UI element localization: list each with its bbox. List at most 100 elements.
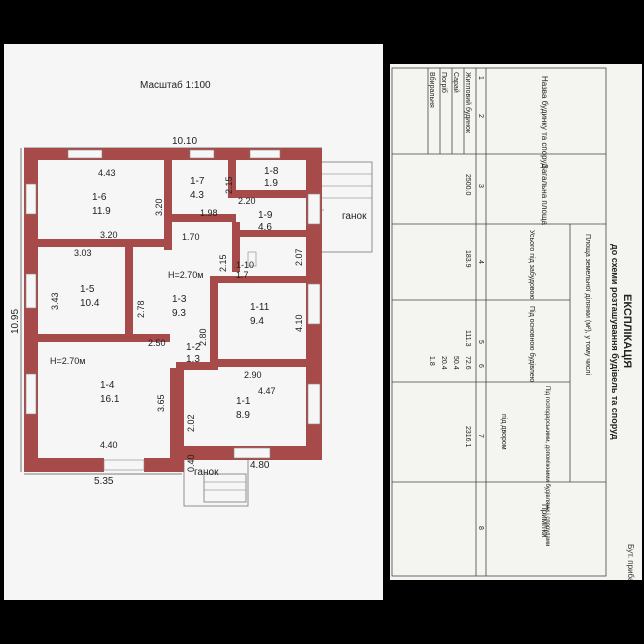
room-area: 1.3 bbox=[186, 354, 200, 365]
table-grid bbox=[391, 67, 607, 577]
svg-text:Вбиральня: Вбиральня bbox=[428, 72, 436, 108]
svg-text:7: 7 bbox=[477, 434, 484, 438]
room-area: 8.9 bbox=[236, 410, 250, 421]
room-id: 1-10 bbox=[236, 260, 254, 270]
svg-text:6: 6 bbox=[477, 364, 484, 368]
room-1-7: 1-7 4.3 bbox=[190, 176, 205, 201]
room-id: 1-6 bbox=[92, 192, 107, 203]
floor-plan-sheet: .w{fill:#a64a4a;} .lbl{font-size:9px;fil… bbox=[4, 44, 383, 600]
table-row: Житловий будинок 2500.0 183.9 111.3 72.6… bbox=[464, 72, 472, 448]
openings bbox=[25, 149, 321, 471]
column-numbers: 1 2 3 4 5 6 7 8 bbox=[477, 76, 484, 530]
dim: 3.65 bbox=[156, 394, 166, 412]
svg-text:1.8: 1.8 bbox=[428, 356, 435, 366]
dim: 3.03 bbox=[74, 248, 92, 258]
svg-text:5: 5 bbox=[477, 340, 484, 344]
room-id: 1-5 bbox=[80, 284, 95, 295]
room-id: 1-7 bbox=[190, 176, 205, 187]
explication-subtitle: до схеми розташування будівель та споруд bbox=[610, 244, 620, 440]
header-notes: Примітки bbox=[540, 504, 549, 538]
explication-table: Бут. прибан. Н ЕКСПЛІКАЦІЯ до схеми розт… bbox=[391, 67, 635, 597]
room-id: 1-2 bbox=[186, 342, 201, 353]
room-area: 10.4 bbox=[80, 298, 100, 309]
explication-title: ЕКСПЛІКАЦІЯ bbox=[621, 294, 633, 368]
room-id: 1-4 bbox=[100, 380, 115, 391]
ceiling-height: H=2.70м bbox=[50, 356, 85, 366]
dim: 2.20 bbox=[238, 196, 256, 206]
dim: 2.80 bbox=[198, 328, 208, 346]
dim: 2.90 bbox=[244, 370, 262, 380]
room-1-8: 1-8 1.9 bbox=[264, 166, 279, 189]
room-area: 1.7 bbox=[236, 270, 249, 280]
room-area: 4.3 bbox=[190, 190, 204, 201]
svg-text:4: 4 bbox=[477, 260, 484, 264]
dim-bottom-right: 4.80 bbox=[250, 460, 270, 471]
dim: 3.20 bbox=[100, 230, 118, 240]
table-row: Вбиральня 1.8 bbox=[428, 72, 436, 366]
dim: 4.40 bbox=[100, 440, 118, 450]
ceiling-height: H=2.70м bbox=[168, 270, 203, 280]
dim: 1.70 bbox=[182, 232, 200, 242]
svg-text:20.4: 20.4 bbox=[440, 356, 447, 370]
dim: 2.78 bbox=[136, 300, 146, 318]
dim: 2.15 bbox=[218, 254, 228, 272]
room-area: 9.3 bbox=[172, 308, 186, 319]
svg-text:183.9: 183.9 bbox=[464, 250, 471, 268]
dim: 3.20 bbox=[154, 198, 164, 216]
header-aux: Під господарськими, допоміжними будівлям… bbox=[544, 386, 550, 546]
dim: 2.02 bbox=[186, 414, 196, 432]
svg-text:72.6: 72.6 bbox=[464, 356, 471, 370]
svg-text:2500.0: 2500.0 bbox=[464, 174, 471, 196]
table-row: Сарай 50.4 bbox=[452, 72, 460, 370]
svg-text:50.4: 50.4 bbox=[452, 356, 459, 370]
room-id: 1-1 bbox=[236, 396, 251, 407]
svg-text:Житловий будинок: Житловий будинок bbox=[464, 72, 472, 134]
room-1-2: 1-2 1.3 bbox=[186, 342, 201, 365]
svg-text:8: 8 bbox=[477, 526, 484, 530]
scale-label: Масштаб 1:100 bbox=[140, 79, 211, 91]
header-yard: під двором bbox=[500, 414, 508, 450]
dim: 4.10 bbox=[294, 314, 304, 332]
dim: 2.50 bbox=[148, 338, 166, 348]
header-name: Назва будинку та споруд bbox=[540, 76, 549, 168]
dim: 1.98 bbox=[200, 208, 218, 218]
room-1-1: 1-1 8.9 bbox=[236, 396, 251, 421]
dim: 2.15 bbox=[224, 176, 234, 194]
dim-total-width: 10.10 bbox=[172, 136, 197, 147]
header-land: Площа земельної ділянки (м²), у тому чис… bbox=[584, 234, 592, 375]
floor-plan-drawing: .w{fill:#a64a4a;} .lbl{font-size:9px;fil… bbox=[10, 79, 373, 507]
room-1-9: 1-9 4.6 bbox=[258, 210, 273, 233]
dim-bottom-left: 5.35 bbox=[94, 476, 114, 487]
explication-sheet: Бут. прибан. Н ЕКСПЛІКАЦІЯ до схеми розт… bbox=[390, 64, 642, 597]
room-1-10: 1-10 1.7 bbox=[236, 260, 254, 280]
svg-text:3: 3 bbox=[477, 184, 484, 188]
interior-dimensions: 4.43 3.20 3.20 2.15 1.98 2.20 2.07 1.70 … bbox=[50, 168, 304, 472]
corner-text: Бут. прибан. Н bbox=[626, 544, 635, 580]
porch-bottom-label: ганок bbox=[194, 467, 219, 478]
room-1-3: H=2.70м 1-3 9.3 bbox=[168, 270, 203, 319]
svg-text:2: 2 bbox=[477, 114, 484, 118]
room-area: 16.1 bbox=[100, 394, 120, 405]
header-built: Усього під забудовою bbox=[528, 230, 536, 300]
svg-text:1: 1 bbox=[477, 76, 484, 80]
room-id: 1-9 bbox=[258, 210, 273, 221]
room-area: 9.4 bbox=[250, 316, 264, 327]
room-id: 1-8 bbox=[264, 166, 279, 177]
svg-text:Погріб: Погріб bbox=[440, 72, 448, 93]
header-main: Під основною будівлею bbox=[528, 306, 536, 382]
dim-total-height: 10.95 bbox=[10, 309, 21, 334]
room-1-11: 1-11 9.4 bbox=[250, 302, 270, 327]
room-id: 1-3 bbox=[172, 294, 187, 305]
table-row: Погріб 20.4 bbox=[440, 72, 448, 370]
svg-text:2316.1: 2316.1 bbox=[464, 426, 471, 448]
svg-text:111.3: 111.3 bbox=[464, 330, 471, 347]
header-total: Загальна площа bbox=[540, 164, 549, 226]
dim: 2.07 bbox=[294, 248, 304, 266]
room-area: 1.9 bbox=[264, 178, 278, 189]
dim: 4.43 bbox=[98, 168, 116, 178]
dim: 0.40 bbox=[186, 454, 196, 472]
room-area: 4.6 bbox=[258, 222, 272, 233]
dim: 4.47 bbox=[258, 386, 276, 396]
room-1-6: 1-6 11.9 bbox=[92, 192, 111, 217]
room-1-4: H=2.70м 1-4 16.1 bbox=[50, 356, 120, 405]
